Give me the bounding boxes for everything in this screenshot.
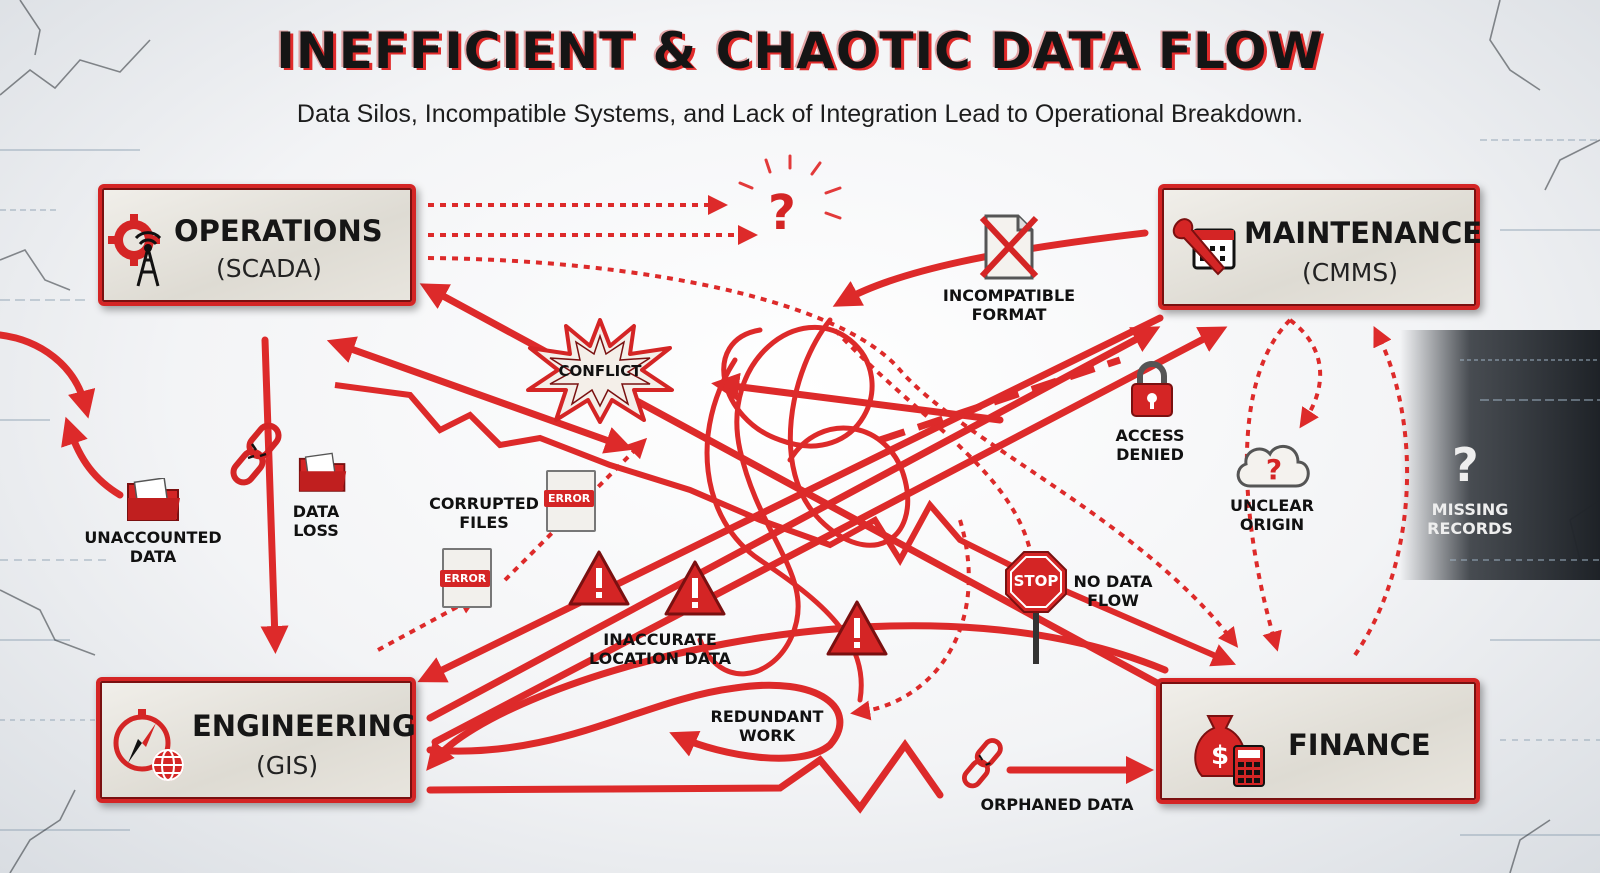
folder-icon xyxy=(127,478,180,521)
error-file-icon-2: ERROR xyxy=(440,548,492,608)
gear-antenna-icon xyxy=(108,214,162,287)
spark-lines xyxy=(738,154,842,220)
broken-chain-icon-2 xyxy=(962,738,1003,789)
padlock-icon xyxy=(1131,361,1173,417)
operations-system-box[interactable]: OPERATIONS (SCADA) xyxy=(98,184,416,306)
compass-globe-icon xyxy=(113,709,184,781)
conflict-burst-icon xyxy=(526,318,674,424)
warning-icon xyxy=(568,550,630,606)
engineering-system-box[interactable]: ENGINEERING (GIS) xyxy=(96,677,416,803)
maintenance-subtitle: (CMMS) xyxy=(1302,258,1398,287)
page-title: INEFFICIENT & CHAOTIC DATA FLOW xyxy=(276,22,1324,80)
page-subtitle: Data Silos, Incompatible Systems, and La… xyxy=(296,100,1304,128)
operations-subtitle: (SCADA) xyxy=(216,254,322,283)
zigzag-error-line xyxy=(334,382,1237,667)
maintenance-name: MAINTENANCE xyxy=(1244,216,1483,250)
engineering-subtitle: (GIS) xyxy=(256,751,319,780)
cloud-question-icon: ? xyxy=(1236,445,1310,488)
error-badge-2: ERROR xyxy=(440,570,491,587)
money-bag-calculator-icon: $ xyxy=(1194,715,1265,787)
missing-records-panel xyxy=(1400,330,1600,580)
svg-text:$: $ xyxy=(1211,741,1229,771)
finance-name: FINANCE xyxy=(1288,728,1431,762)
conflict-label: CONFLICT xyxy=(558,362,642,380)
wrench-calendar-icon xyxy=(1172,218,1236,276)
stop-sign-icon xyxy=(1005,551,1067,664)
question-mark-icon: ? xyxy=(768,185,796,241)
broken-document-icon xyxy=(979,214,1039,280)
broken-chain-icon xyxy=(230,422,282,486)
error-file-icon: ERROR xyxy=(544,470,596,532)
engineering-name: ENGINEERING xyxy=(192,709,416,743)
folder-icon-2 xyxy=(298,452,347,492)
maintenance-system-box[interactable]: MAINTENANCE (CMMS) xyxy=(1158,184,1483,310)
finance-system-box[interactable]: $ FINANCE xyxy=(1156,678,1480,804)
stop-sign-text: STOP xyxy=(1013,572,1059,590)
warning-icon-2 xyxy=(664,560,726,616)
operations-name: OPERATIONS xyxy=(174,214,383,248)
orphaned-data-label: ORPHANED DATA xyxy=(980,795,1134,814)
warning-icon-3 xyxy=(826,600,888,656)
svg-text:?: ? xyxy=(1266,453,1282,486)
error-badge: ERROR xyxy=(544,490,595,507)
question-mark-light-icon: ? xyxy=(1452,438,1479,492)
